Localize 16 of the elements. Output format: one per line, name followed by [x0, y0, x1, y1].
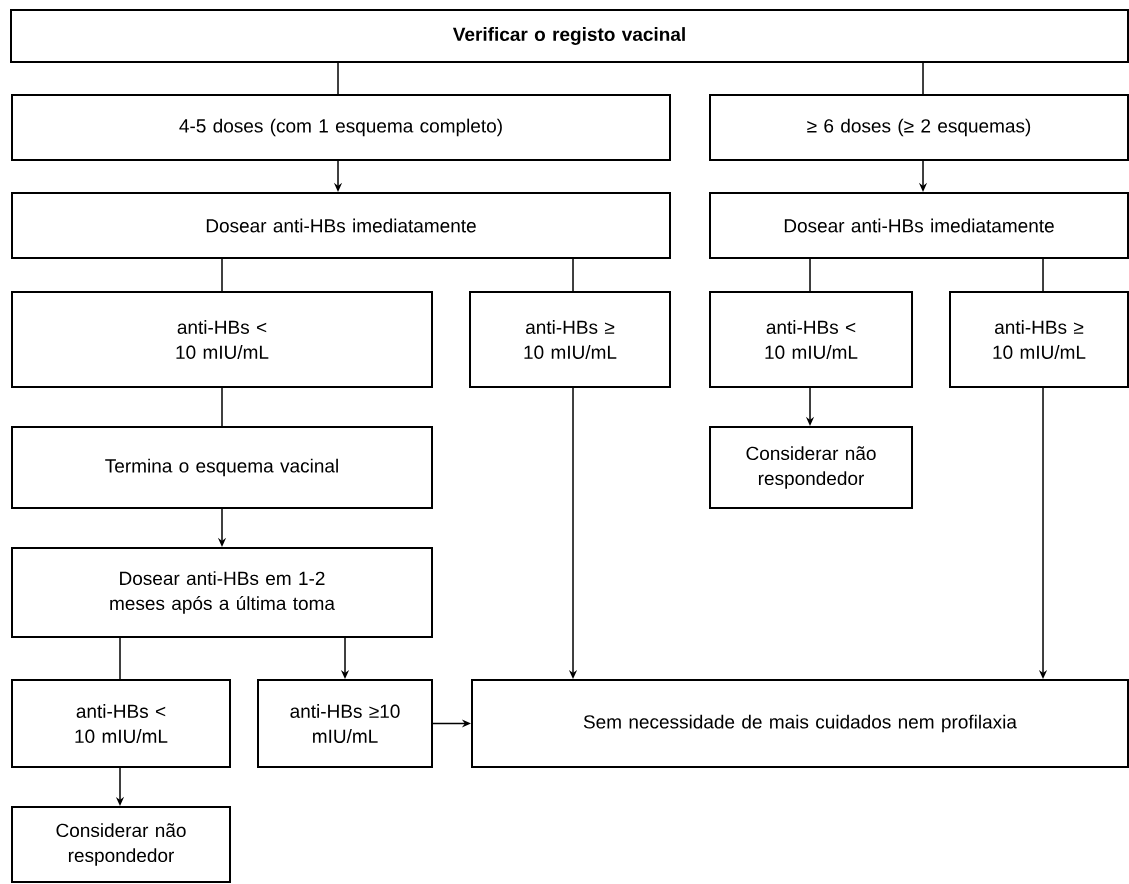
- process-box: 4-5 doses (com 1 esquema completo): [11, 94, 671, 161]
- process-box: Verificar o registo vacinal: [10, 9, 1129, 63]
- process-box: anti-HBs ≥ 10 mIU/mL: [949, 291, 1129, 388]
- process-box: Considerar não respondedor: [709, 426, 913, 509]
- process-box: anti-HBs ≥ 10 mIU/mL: [469, 291, 671, 388]
- process-box: Sem necessidade de mais cuidados nem profilaxia: [471, 679, 1129, 768]
- process-box: ≥ 6 doses (≥ 2 esquemas): [709, 94, 1129, 161]
- process-box: Considerar não respondedor: [11, 806, 231, 883]
- process-box: Dosear anti-HBs imediatamente: [11, 192, 671, 259]
- process-box: anti-HBs < 10 mIU/mL: [709, 291, 913, 388]
- process-box: Termina o esquema vacinal: [11, 426, 433, 509]
- process-box: anti-HBs ≥10 mIU/mL: [257, 679, 433, 768]
- process-box: anti-HBs < 10 mIU/mL: [11, 679, 231, 768]
- process-box: Dosear anti-HBs imediatamente: [709, 192, 1129, 259]
- process-box: anti-HBs < 10 mIU/mL: [11, 291, 433, 388]
- process-box: Dosear anti-HBs em 1-2 meses após a última toma: [11, 547, 433, 638]
